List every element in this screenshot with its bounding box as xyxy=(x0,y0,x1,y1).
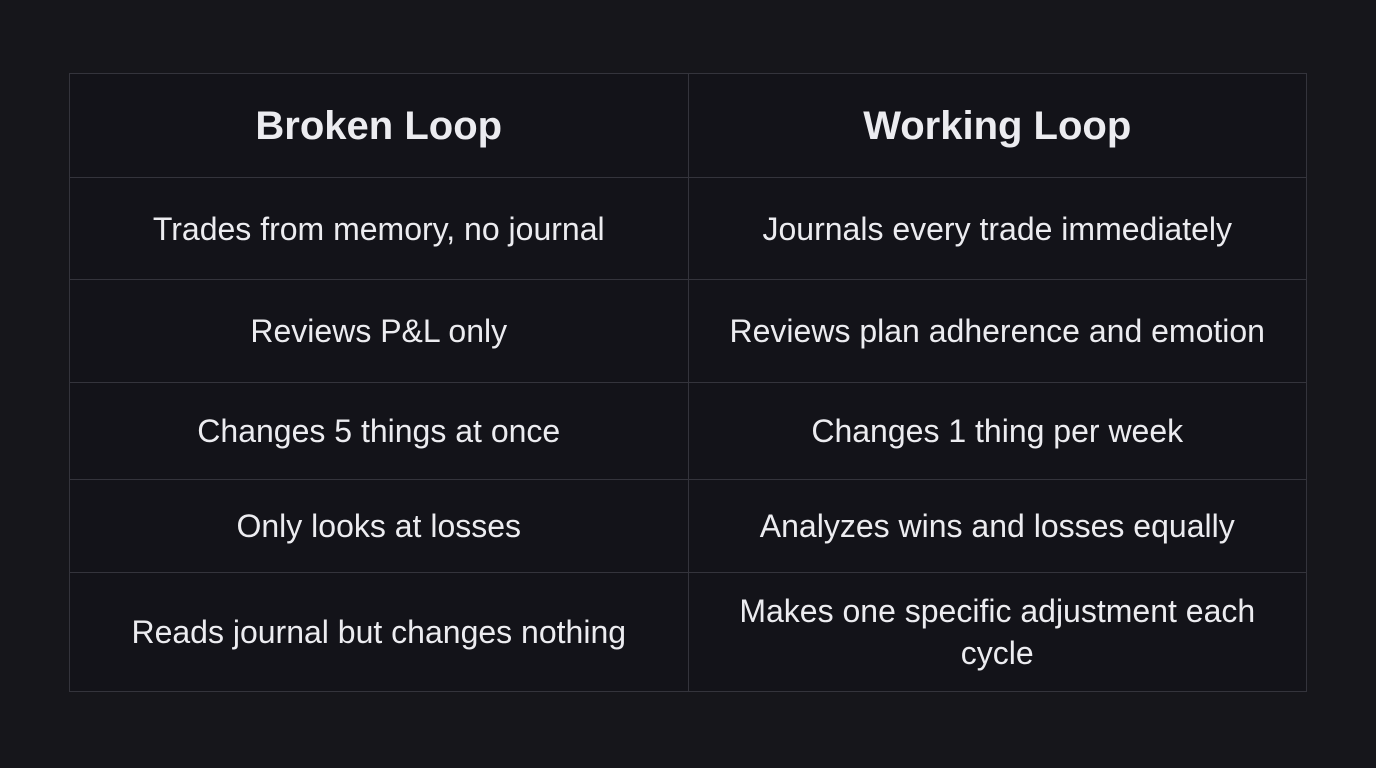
table-row: Only looks at losses Analyzes wins and l… xyxy=(69,479,1307,573)
working-cell: Changes 1 thing per week xyxy=(687,382,1307,480)
working-cell: Journals every trade immediately xyxy=(687,177,1307,280)
table-row: Trades from memory, no journal Journals … xyxy=(69,177,1307,280)
table-row: Changes 5 things at once Changes 1 thing… xyxy=(69,382,1307,480)
working-cell: Reviews plan adherence and emotion xyxy=(687,279,1307,383)
broken-cell: Reads journal but changes nothing xyxy=(69,572,689,692)
table-row: Reads journal but changes nothing Makes … xyxy=(69,572,1307,692)
working-loop-header: Working Loop xyxy=(687,73,1307,178)
broken-loop-header: Broken Loop xyxy=(69,73,689,178)
broken-cell: Reviews P&L only xyxy=(69,279,689,383)
broken-cell: Only looks at losses xyxy=(69,479,689,573)
table-row: Reviews P&L only Reviews plan adherence … xyxy=(69,279,1307,383)
working-cell: Analyzes wins and losses equally xyxy=(687,479,1307,573)
comparison-table: Broken Loop Working Loop Trades from mem… xyxy=(69,73,1307,692)
broken-cell: Changes 5 things at once xyxy=(69,382,689,480)
working-cell: Makes one specific adjustment each cycle xyxy=(687,572,1307,692)
header-row: Broken Loop Working Loop xyxy=(69,73,1307,178)
broken-cell: Trades from memory, no journal xyxy=(69,177,689,280)
